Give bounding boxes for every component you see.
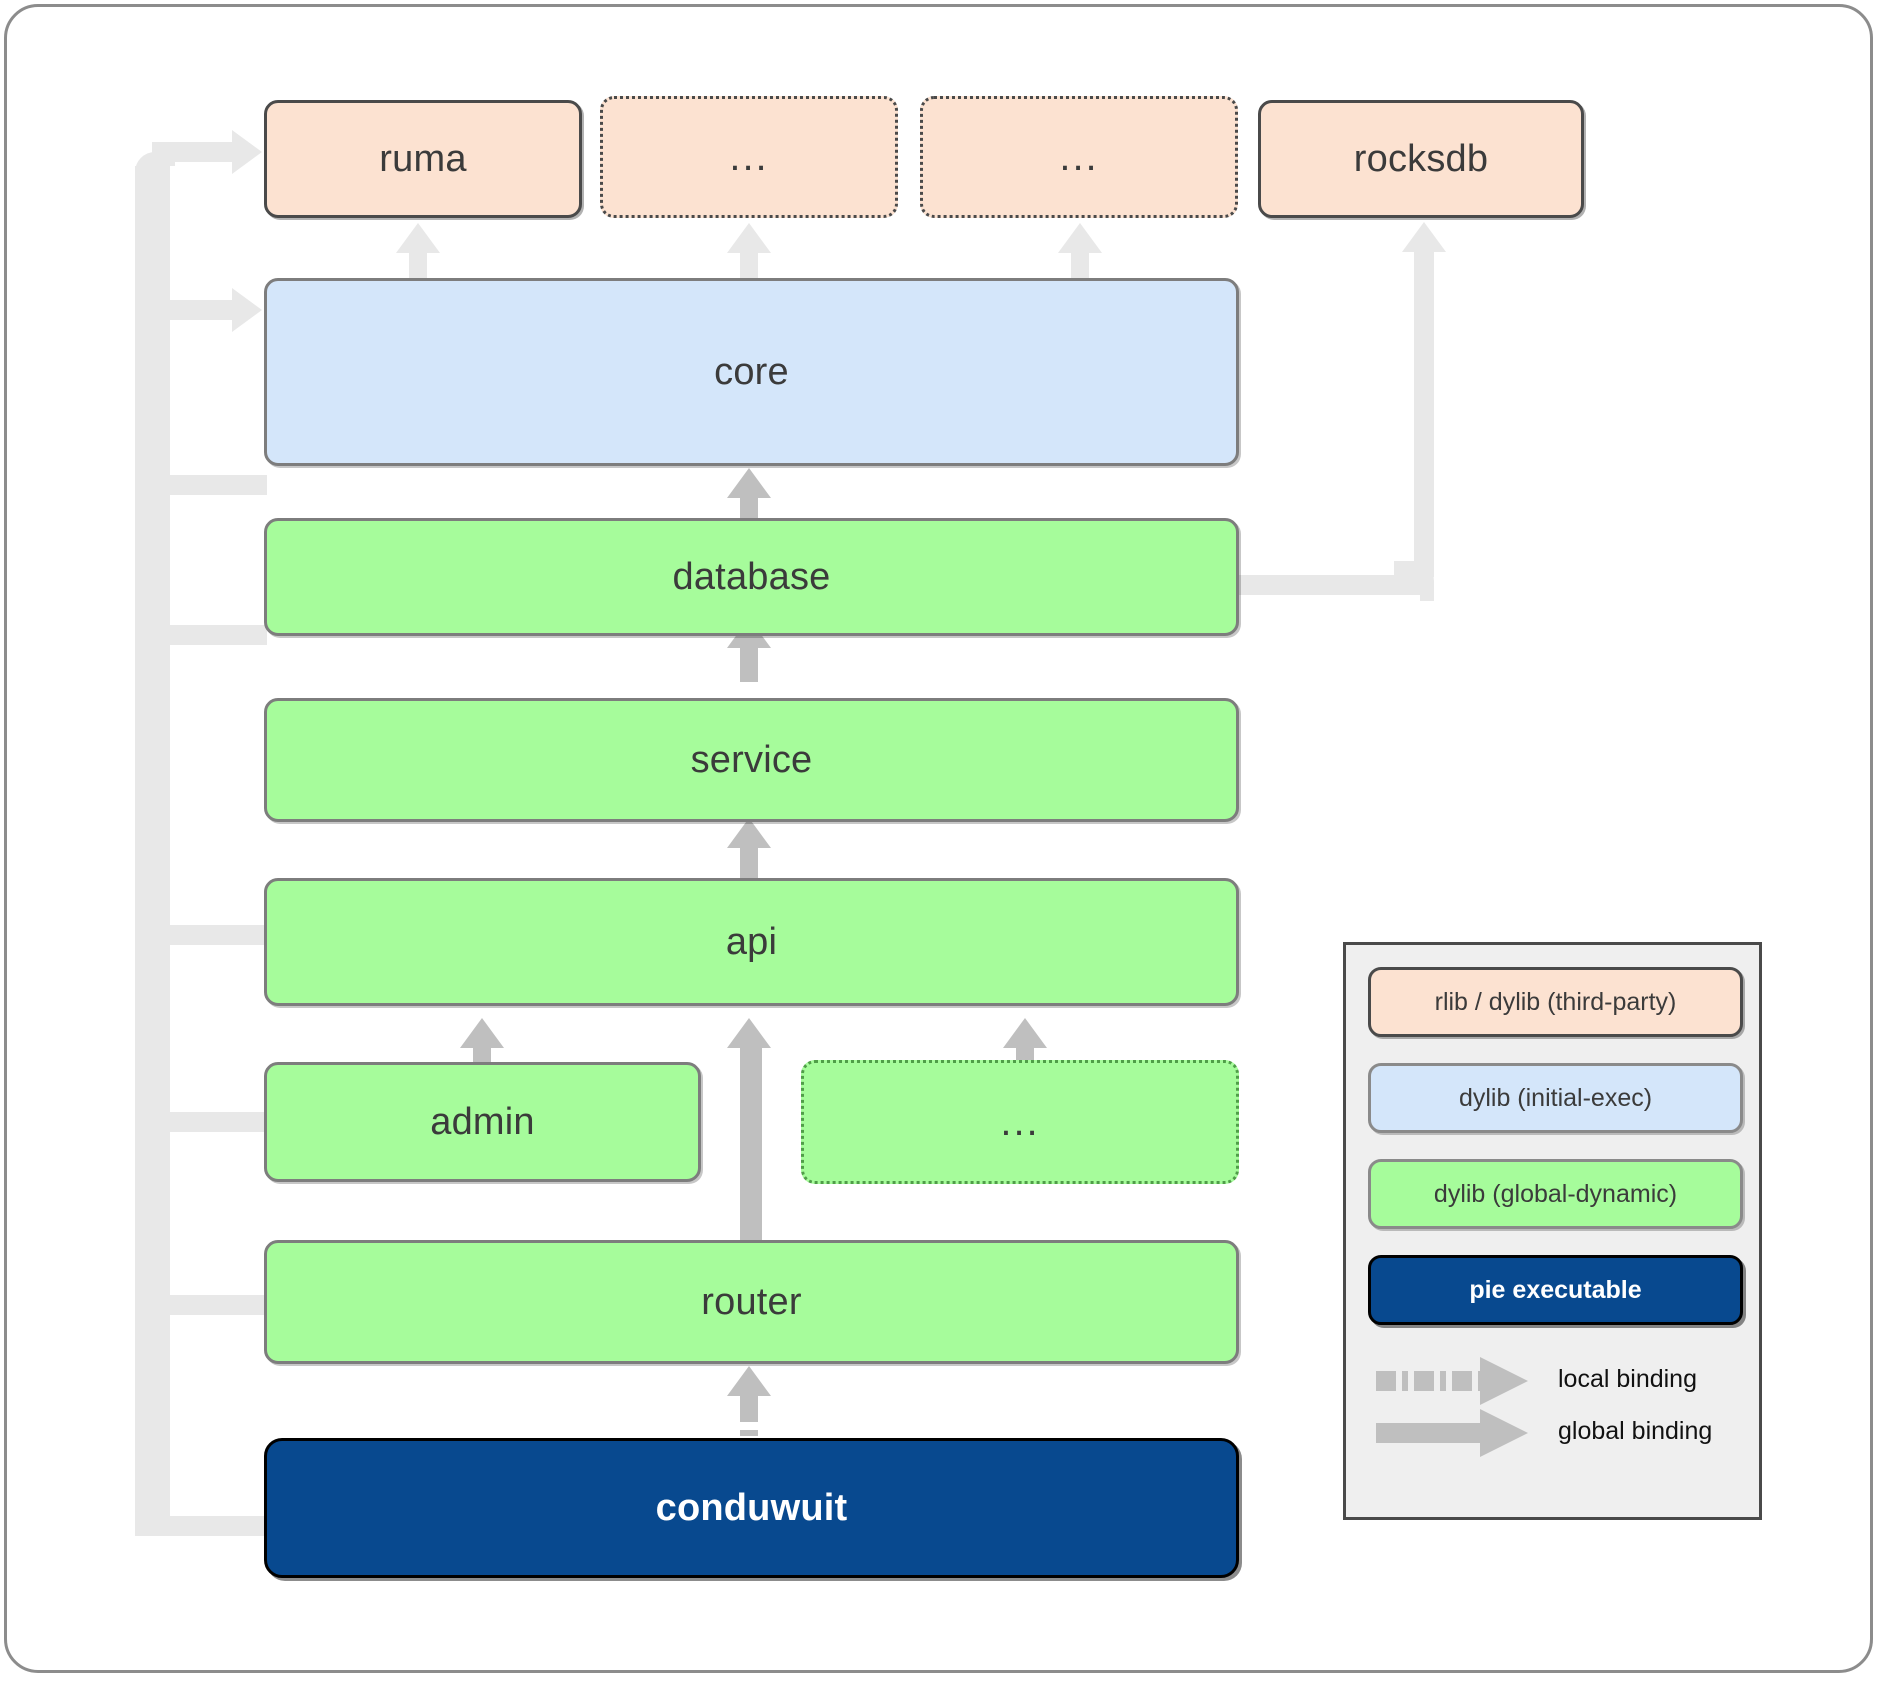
branch-to-service — [152, 625, 267, 645]
branch-to-api — [152, 925, 267, 945]
node-api[interactable]: api — [264, 878, 1239, 1006]
node-top-placeholder-1[interactable]: ... — [600, 96, 898, 218]
legend-swatch-global-dynamic: dylib (global-dynamic) — [1368, 1159, 1743, 1229]
legend-swatch-initial-exec-label: dylib (initial-exec) — [1458, 1083, 1653, 1112]
node-router-label: router — [701, 1280, 802, 1323]
legend-panel: rlib / dylib (third-party) dylib (initia… — [1343, 942, 1762, 1520]
branch-to-core-arrowhead — [232, 288, 262, 332]
legend-global-binding-label: global binding — [1558, 1417, 1713, 1445]
database-to-rocksdb-horizontal — [1238, 575, 1428, 595]
api-to-service-shaft — [740, 845, 758, 882]
legend-swatch-third-party: rlib / dylib (third-party) — [1368, 967, 1743, 1037]
branch-to-admin — [152, 1112, 267, 1132]
node-core[interactable]: core — [264, 278, 1239, 466]
legend-swatch-pie-executable-label: pie executable — [1469, 1275, 1642, 1304]
database-to-rocksdb-vertical — [1414, 252, 1434, 577]
node-admin[interactable]: admin — [264, 1062, 701, 1182]
service-to-database-shaft — [740, 645, 758, 682]
core-to-dots2-arrowhead — [1058, 223, 1102, 253]
legend-swatch-initial-exec: dylib (initial-exec) — [1368, 1063, 1743, 1133]
node-service-label: service — [690, 738, 813, 781]
node-api-label: api — [725, 920, 778, 963]
node-database-label: database — [672, 555, 831, 598]
conduwuit-to-router-shaft — [740, 1396, 758, 1436]
legend-swatch-third-party-label: rlib / dylib (third-party) — [1434, 987, 1677, 1016]
left-trunk-vertical — [135, 166, 155, 1536]
node-admin-label: admin — [430, 1100, 535, 1143]
core-to-ruma-arrowhead — [396, 223, 440, 253]
branch-to-database — [152, 475, 267, 495]
dots-to-api-arrowhead — [1003, 1018, 1047, 1048]
global-binding-arrow-icon — [1376, 1423, 1484, 1443]
node-conduwuit-label: conduwuit — [655, 1486, 848, 1529]
database-to-core-arrowhead — [727, 468, 771, 498]
router-to-api-shaft — [740, 1045, 762, 1245]
node-mid-placeholder[interactable]: ... — [801, 1060, 1239, 1184]
branch-to-core — [152, 300, 242, 320]
local-binding-arrow-icon — [1376, 1371, 1484, 1391]
conduwuit-to-router-arrowhead — [727, 1366, 771, 1396]
node-conduwuit[interactable]: conduwuit — [264, 1438, 1239, 1578]
node-service[interactable]: service — [264, 698, 1239, 822]
legend-row-global-binding: global binding — [1368, 1405, 1743, 1459]
database-to-rocksdb-arrowhead — [1402, 222, 1446, 252]
legend-row-local-binding: local binding — [1368, 1353, 1743, 1407]
node-mid-placeholder-label: ... — [1000, 1100, 1040, 1144]
local-binding-arrowhead-icon — [1480, 1357, 1528, 1405]
node-router[interactable]: router — [264, 1240, 1239, 1364]
branch-to-ruma — [152, 142, 242, 162]
legend-swatch-global-dynamic-label: dylib (global-dynamic) — [1433, 1179, 1678, 1208]
node-top-placeholder-1-label: ... — [729, 135, 769, 179]
node-database[interactable]: database — [264, 518, 1239, 636]
node-core-label: core — [714, 350, 789, 393]
branch-to-ruma-arrowhead — [232, 130, 262, 174]
node-rocksdb[interactable]: rocksdb — [1258, 100, 1584, 218]
branch-to-conduwuit — [135, 1516, 270, 1536]
node-rocksdb-label: rocksdb — [1353, 137, 1489, 180]
node-top-placeholder-2[interactable]: ... — [920, 96, 1238, 218]
branch-to-router — [152, 1295, 267, 1315]
admin-to-api-arrowhead — [460, 1018, 504, 1048]
node-ruma-label: ruma — [379, 137, 467, 180]
router-to-api-arrowhead — [727, 1018, 771, 1048]
api-to-service-arrowhead — [727, 818, 771, 848]
legend-local-binding-label: local binding — [1558, 1365, 1697, 1393]
left-inner-trunk-vertical — [152, 166, 170, 1516]
node-top-placeholder-2-label: ... — [1059, 135, 1099, 179]
global-binding-arrowhead-icon — [1480, 1409, 1528, 1457]
legend-swatch-pie-executable: pie executable — [1368, 1255, 1743, 1325]
node-ruma[interactable]: ruma — [264, 100, 582, 218]
core-to-dots1-arrowhead — [727, 223, 771, 253]
